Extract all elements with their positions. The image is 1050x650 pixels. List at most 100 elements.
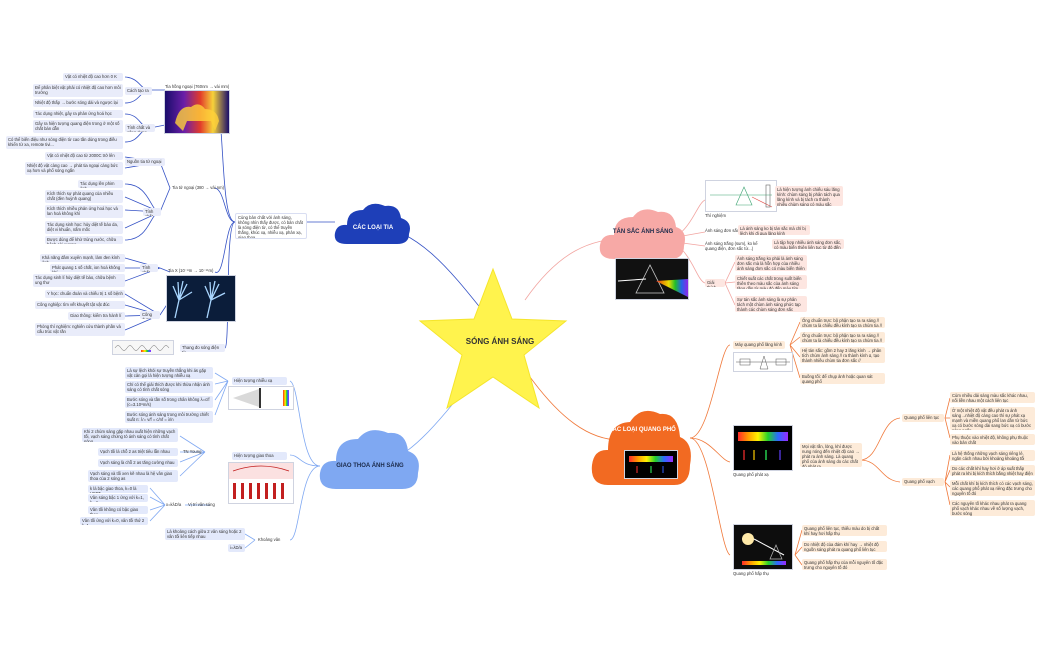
vach-label[interactable]: Quang phổ vạch [902,478,944,486]
hong-ngoai-tc-2[interactable]: Gây ra hiện tượng quang điện trong ở một… [33,120,123,133]
may-quang-pho-3[interactable]: Hệ tán sắc: gồm 2 hay 3 lăng kính → phân… [800,347,885,363]
tia-x-cd-2[interactable]: Công nghiệp: tìm vết khuyết tật vật đúc [35,301,125,309]
center-star[interactable] [418,265,568,415]
lien-tuc-3[interactable]: Phụ thuộc vào nhiệt độ, không phụ thuộc … [950,434,1035,445]
cloud-tan-sac[interactable]: TÁN SẮC ÁNH SÁNG [598,205,688,263]
vach-2[interactable]: Do các chất khí hay hơi ở áp suất thấp p… [950,465,1035,476]
as-don-sac-desc[interactable]: Là ánh sáng ko bị tán sắc mà chỉ bị lệch… [738,225,810,235]
tia-x-tc-1[interactable]: Khả năng đâm xuyên mạnh, làm đen kính ản… [40,254,125,262]
hong-ngoai-thermal-image [164,90,230,134]
lien-tuc-1[interactable]: Cùm nhiều dải sáng màu sắc khác nhau, nố… [950,392,1035,403]
tn-young-3[interactable]: Vạch sáng là chỗ 2 as tăng cường nhau [98,459,178,467]
thang-song-image [112,340,174,355]
may-quang-pho-diagram [733,352,793,372]
vach-3[interactable]: Mỗi chất khí bị kích thích có các vạch s… [950,480,1035,496]
giao-thoa-label[interactable]: Hiện tượng giao thoa [232,452,287,460]
vi-tri-formula[interactable]: x=kλD/a [166,502,182,507]
tu-ngoai-tc-2[interactable]: Kích thích sự phát quang của nhiều chất … [45,190,123,203]
khoang-van-label[interactable]: Khoảng vân [258,537,281,542]
tu-ngoai-nguon-1[interactable]: Vật có nhiệt độ cao từ 2000C trở lên [45,152,123,160]
vach-1[interactable]: Là hệ thống những vạch sáng riêng lẻ, ng… [950,450,1035,461]
tia-x-hands-image [166,275,236,322]
hong-ngoai-cach-2[interactable]: Để phân biệt vật phải có nhiệt độ cao hơ… [33,84,123,97]
vi-tri-2[interactable]: Vân sáng bậc 1 ứng với k=1, k=-1 [88,494,148,502]
may-quang-pho-1[interactable]: Ống chuẩn trực: bộ phận tạo ra ra sáng /… [800,317,885,328]
hong-ngoai-tinh-chat[interactable]: Tính chất và công dụng [125,124,155,132]
hong-ngoai-tc-3[interactable]: Có thể biến điệu như sóng điện từ cao tầ… [6,136,123,149]
hap-thu-1[interactable]: Quang phổ liên tục, thiếu màu do bị chất… [802,525,887,536]
hong-ngoai-tc-1[interactable]: Tác dụng nhiệt, gây ra phản ứng hoá học [33,110,123,118]
tu-ngoai-tinh-chat[interactable]: Tính chất [143,208,161,216]
nhieu-xa-image [228,386,294,410]
cloud-giao-thoa[interactable]: GIAO THOA ÁNH SÁNG [318,425,422,493]
may-quang-pho-label[interactable]: Máy quang phổ lăng kính [733,341,785,349]
tia-x-tc-2[interactable]: Phát quang 1 số chất, ion hoá không khí [50,264,125,272]
nguon-tu-ngoai[interactable]: Nguồn tia tử ngoại [125,158,165,166]
tia-x-cong-dung[interactable]: Công dụng [140,311,160,319]
tu-ngoai-tc-3[interactable]: Kích thích nhiều phản ứng hoá học và lan… [45,205,123,218]
cach-tao-ra[interactable]: Cách tạo ra [125,87,152,95]
center-title[interactable]: SÓNG ÁNH SÁNG [465,337,535,346]
tu-ngoai-label[interactable]: Tia tử ngoại (380 → vài nm) [172,185,224,190]
tu-ngoai-tc-1[interactable]: Tác dụng lên phim ảnh [78,180,123,188]
may-quang-pho-4[interactable]: Buồng tối: để chụp ảnh hoặc quan sát qua… [800,373,885,384]
khoang-van-desc[interactable]: Là khoảng cách giữa 2 vân sáng hoặc 2 vâ… [165,528,245,540]
tia-summary[interactable]: Cùng bản chất với ánh sáng, không nhìn t… [235,213,307,239]
nhieu-xa-label[interactable]: Hiện tượng nhiễu xạ [232,377,287,385]
as-don-sac-label[interactable]: Ánh sáng đơn sắc [705,228,739,233]
hong-ngoai-cach-3[interactable]: Nhiệt độ thấp → bước sóng dài và ngược l… [33,99,123,107]
nhieu-xa-4[interactable]: Bước sóng ánh sáng trong môi trường chiế… [125,411,213,423]
khoang-van-formula[interactable]: i=λD/a [228,544,245,552]
may-quang-pho-2[interactable]: Ống chuẩn trực: bộ phận tạo ra ra sáng /… [800,332,885,343]
giai-thich-1[interactable]: Ánh sáng trắng ko phải là ánh sáng đơn s… [735,255,807,271]
thang-song-label[interactable]: Thang đo sóng điện từ [180,344,225,352]
giai-thich-3[interactable]: Sự tán sắc ánh sáng là sự phân tách một … [735,296,807,312]
tia-x-tinh-chat[interactable]: Tính chất [140,264,158,272]
vach-4[interactable]: Các nguyên tố khác nhau phát ra quang ph… [950,500,1035,516]
lien-tuc-label[interactable]: Quang phổ liên tục [902,414,944,422]
giai-thich-label[interactable]: Giải thích [705,279,725,287]
hap-thu-label[interactable]: Quang phổ hấp thụ [733,571,769,576]
quang-pho-hap-thu-image [733,524,793,570]
tia-x-tc-3[interactable]: Tác dụng sinh lí hủy diệt tế bào, chữa b… [33,274,125,287]
tn-young-1[interactable]: Khi 2 chùm sáng gặp nhau xuất hiện những… [82,428,178,442]
tia-x-cd-4[interactable]: Phòng thí nghiệm: nghiên cứu thành phần … [35,323,125,336]
giao-thoa-image [228,462,294,504]
phat-xa-desc[interactable]: Mọi vật rắn, lỏng, khí được nung nóng đế… [800,443,862,467]
giai-thich-2[interactable]: Chiết suất các chất trong suốt biến thiê… [735,275,807,289]
thi-nghiem-label[interactable]: Thí nghiệm [705,213,726,218]
cloud-cac-loai-tia[interactable]: CÁC LOẠI TIA [333,200,413,248]
hong-ngoai-label[interactable]: Tia hồng ngoại (760nm → vài mm) [165,84,230,89]
cloud-title-tia: CÁC LOẠI TIA [352,225,394,231]
quang-pho-cloud-image [624,450,678,479]
cloud-title-tansac: TÁN SẮC ÁNH SÁNG [612,229,674,235]
tn-young-2[interactable]: Vạch tối là chỗ 2 as triệt tiêu lẫn nhau [98,448,178,456]
vi-tri-3[interactable]: Vân tối không có bậc giao thoa [88,506,148,514]
vi-tri-van-sang-label[interactable]: Vị trí vân sáng [188,502,215,507]
hong-ngoai-cach-1[interactable]: Vật có nhiệt độ cao hơn 0 K [63,73,123,81]
lien-tuc-2[interactable]: Ở một nhiệt độ vật đều phát ra ánh sáng→… [950,407,1035,430]
as-trang-desc[interactable]: Là tập hợp nhiều ánh sáng đơn sắc, có mà… [772,239,844,249]
tia-x-cd-3[interactable]: Giao thông: kiểm tra hành lí [68,312,125,320]
vi-tri-4[interactable]: Vân tối ứng với k=0, vân tối thứ 2 k=1 [80,517,148,525]
tn-young-4[interactable]: Vạch sáng và tối xen kẽ nhau là hệ vân g… [88,470,178,482]
phat-xa-label[interactable]: Quang phổ phát xạ [733,472,769,477]
cloud-title-quangpho: CÁC LOẠI QUANG PHỔ [608,427,676,433]
tu-ngoai-tc-5[interactable]: Được dùng để khử trùng nước, chữa bệnh c… [45,236,123,244]
thi-nghiem-diagram [705,180,777,212]
cloud-title-giaothoa: GIAO THOA ÁNH SÁNG [336,463,404,469]
tan-sac-prism-image [615,258,689,300]
tia-x-cd-1[interactable]: Y học: chuẩn đoán và chiếu trị 1 số bệnh [45,290,125,298]
vi-tri-1[interactable]: k là bậc giao thoa, k=0 là VSTT [88,485,148,493]
nhieu-xa-2[interactable]: Chỉ có thể giải thích được khi thừa nhận… [125,381,213,393]
nhieu-xa-3[interactable]: Bước sóng và tần số trong chân không λ=c… [125,396,213,408]
tia-x-label[interactable]: Tia X (10⁻⁸m → 10⁻¹¹m) [168,268,214,273]
thi-nghiem-desc[interactable]: Là hiện tượng ánh chiếu sáu lăng kính: c… [775,186,843,206]
hap-thu-2[interactable]: Do nhiệt độ của đám khí hay → nhiệt độ n… [802,541,887,552]
as-trang-label[interactable]: Ánh sáng trắng (sum), ko kể quang điện, … [705,241,758,251]
tu-ngoai-tc-4[interactable]: Tác dụng sinh học: hủy diệt tế bào da, d… [45,221,123,234]
nhieu-xa-1[interactable]: Là sự lệch khỏi sự truyền thẳng khi ás g… [125,367,213,379]
tu-ngoai-nguon-2[interactable]: Nhiệt độ vật càng cao → phát tia ngoại c… [25,162,123,175]
hap-thu-3[interactable]: Quang phổ hấp thụ của mỗi nguyên tố đặc … [802,559,887,570]
tn-young-label[interactable]: TN Young [183,449,202,454]
